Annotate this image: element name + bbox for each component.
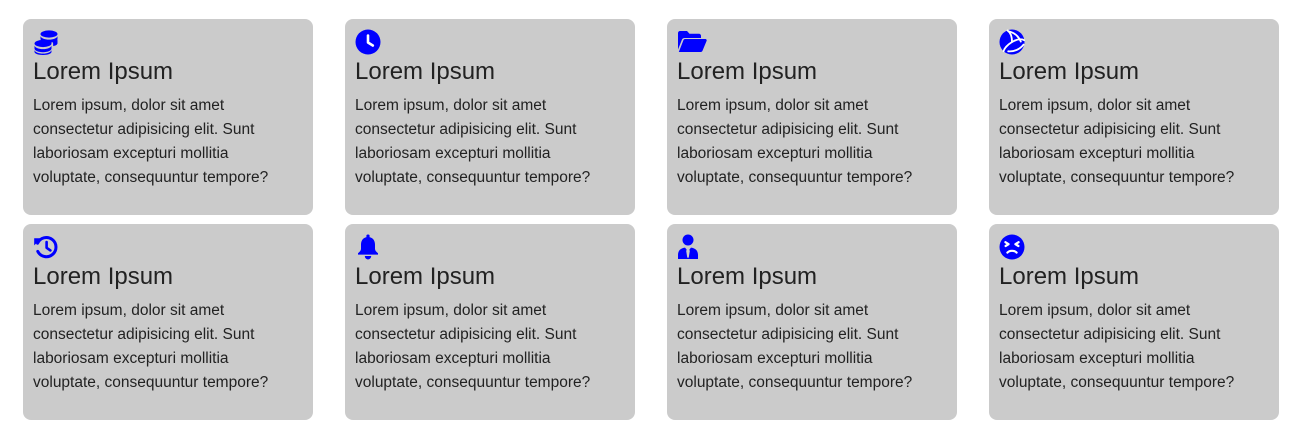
- feature-card: Lorem Ipsum Lorem ipsum, dolor sit amet …: [989, 19, 1279, 215]
- card-text: Lorem ipsum, dolor sit amet consectetur …: [355, 97, 591, 186]
- card-text: Lorem ipsum, dolor sit amet consectetur …: [677, 302, 913, 391]
- card-title: Lorem Ipsum: [677, 58, 818, 85]
- card-title: Lorem Ipsum: [999, 263, 1140, 290]
- angry-face-icon: [999, 234, 1025, 260]
- feature-card: Lorem Ipsum Lorem ipsum, dolor sit amet …: [23, 224, 313, 420]
- volleyball-icon: [999, 29, 1025, 55]
- bell-icon: [355, 234, 381, 260]
- card-grid: Lorem Ipsum Lorem ipsum, dolor sit amet …: [23, 19, 1279, 420]
- card-title: Lorem Ipsum: [999, 58, 1140, 85]
- card-text: Lorem ipsum, dolor sit amet consectetur …: [999, 97, 1235, 186]
- clock-icon: [355, 29, 381, 55]
- feature-card: Lorem Ipsum Lorem ipsum, dolor sit amet …: [667, 224, 957, 420]
- feature-card: Lorem Ipsum Lorem ipsum, dolor sit amet …: [345, 224, 635, 420]
- card-title: Lorem Ipsum: [33, 263, 174, 290]
- card-text: Lorem ipsum, dolor sit amet consectetur …: [33, 97, 269, 186]
- card-text: Lorem ipsum, dolor sit amet consectetur …: [999, 302, 1235, 391]
- card-title: Lorem Ipsum: [355, 263, 496, 290]
- history-icon: [33, 234, 59, 260]
- feature-card: Lorem Ipsum Lorem ipsum, dolor sit amet …: [345, 19, 635, 215]
- card-text: Lorem ipsum, dolor sit amet consectetur …: [33, 302, 269, 391]
- card-text: Lorem ipsum, dolor sit amet consectetur …: [677, 97, 913, 186]
- card-title: Lorem Ipsum: [33, 58, 174, 85]
- coins-icon: [33, 29, 59, 55]
- folder-open-icon: [677, 29, 707, 55]
- feature-card: Lorem Ipsum Lorem ipsum, dolor sit amet …: [989, 224, 1279, 420]
- card-title: Lorem Ipsum: [677, 263, 818, 290]
- feature-card: Lorem Ipsum Lorem ipsum, dolor sit amet …: [23, 19, 313, 215]
- card-text: Lorem ipsum, dolor sit amet consectetur …: [355, 302, 591, 391]
- feature-card: Lorem Ipsum Lorem ipsum, dolor sit amet …: [667, 19, 957, 215]
- card-title: Lorem Ipsum: [355, 58, 496, 85]
- user-tie-icon: [677, 234, 703, 260]
